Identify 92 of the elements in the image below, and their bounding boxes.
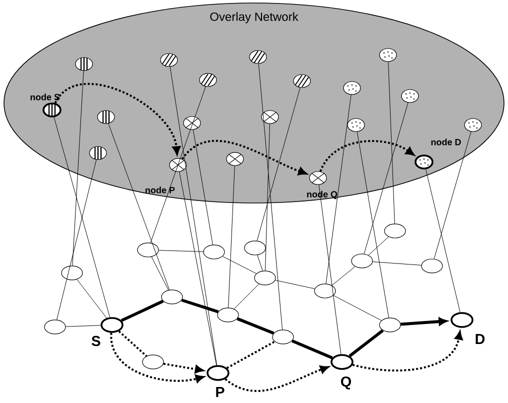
- arrow: [400, 318, 447, 326]
- overlay-node: [75, 57, 93, 71]
- network-node: [379, 318, 401, 332]
- network-node: [330, 354, 354, 370]
- link-line: [76, 279, 107, 318]
- link-line: [333, 295, 382, 321]
- network-node: [272, 330, 294, 344]
- overlay-node: [42, 102, 62, 118]
- route-line: [236, 317, 274, 335]
- overlay-node: [89, 146, 107, 160]
- link-line: [368, 236, 389, 256]
- overlay-node: [249, 50, 267, 64]
- link-line: [54, 116, 110, 318]
- link-line: [150, 86, 206, 244]
- network-node: [450, 312, 474, 328]
- link-line: [388, 62, 395, 224]
- overlay-node: [183, 116, 201, 130]
- route-line: [120, 300, 164, 322]
- network-node: [100, 317, 124, 333]
- route-line: [292, 339, 333, 360]
- overlay-node: [347, 118, 365, 132]
- route-line: [118, 330, 148, 357]
- arrow: [224, 366, 329, 392]
- overlay-node: [379, 48, 397, 62]
- network-node: [244, 240, 266, 256]
- link-line: [222, 256, 257, 274]
- link-line: [318, 184, 342, 354]
- overlay-node: [261, 110, 279, 124]
- arrow: [110, 332, 204, 383]
- link-line: [264, 124, 270, 271]
- link-line: [179, 171, 217, 366]
- link-line: [234, 284, 260, 310]
- node-label: node P: [146, 186, 175, 194]
- link-line: [228, 166, 235, 308]
- arrow: [320, 140, 414, 172]
- link-line: [372, 262, 422, 266]
- link-line: [434, 131, 472, 260]
- network-node: [421, 258, 443, 274]
- route-line: [181, 298, 219, 314]
- link-line: [332, 266, 356, 286]
- link-line: [275, 280, 315, 289]
- link-line: [56, 159, 97, 320]
- overlay-node: [226, 152, 244, 166]
- overlay-node: [169, 158, 187, 172]
- node-label: node D: [431, 138, 461, 146]
- arrow: [163, 362, 204, 374]
- overlay-node: [293, 74, 311, 88]
- overlay-node: [401, 89, 419, 103]
- link-line: [151, 256, 169, 290]
- arrow: [181, 140, 307, 176]
- node-label: P: [216, 387, 224, 397]
- node-label: node S: [30, 94, 60, 100]
- network-node: [206, 365, 230, 381]
- node-label: S: [92, 336, 100, 346]
- network-node: [44, 320, 66, 334]
- link-line: [72, 70, 84, 266]
- overlay-node: [309, 171, 327, 185]
- network-node: [161, 290, 183, 304]
- link-line: [356, 131, 390, 318]
- overlay-node: [97, 110, 115, 124]
- link-line: [192, 129, 214, 245]
- overlay-node: [160, 53, 178, 67]
- link-line: [257, 254, 263, 272]
- route-line: [348, 329, 384, 358]
- overlay-node: [199, 73, 217, 87]
- arrow: [54, 83, 180, 155]
- link-line: [170, 66, 218, 366]
- overlay-node: [464, 118, 482, 132]
- link-line: [258, 64, 283, 330]
- link-line: [158, 250, 204, 252]
- network-node: [384, 224, 406, 238]
- network-node: [142, 354, 164, 370]
- overlay-node: [414, 154, 434, 170]
- link-line: [256, 87, 300, 242]
- link-line: [108, 123, 170, 290]
- route-line: [226, 340, 276, 369]
- network-node: [203, 244, 225, 260]
- arrow: [352, 331, 463, 372]
- network-node: [351, 254, 373, 268]
- link-line: [426, 169, 460, 312]
- link-line: [326, 94, 352, 284]
- network-node: [254, 270, 276, 286]
- link-line: [66, 325, 101, 327]
- network-node: [137, 242, 159, 258]
- node-label: D: [476, 334, 485, 344]
- node-label: Q: [341, 376, 351, 390]
- node-label: node Q: [307, 190, 338, 200]
- network-node: [217, 308, 239, 322]
- overlay-node: [343, 81, 361, 95]
- network-node: [314, 284, 336, 298]
- network-node: [61, 266, 83, 280]
- link-line: [364, 102, 408, 254]
